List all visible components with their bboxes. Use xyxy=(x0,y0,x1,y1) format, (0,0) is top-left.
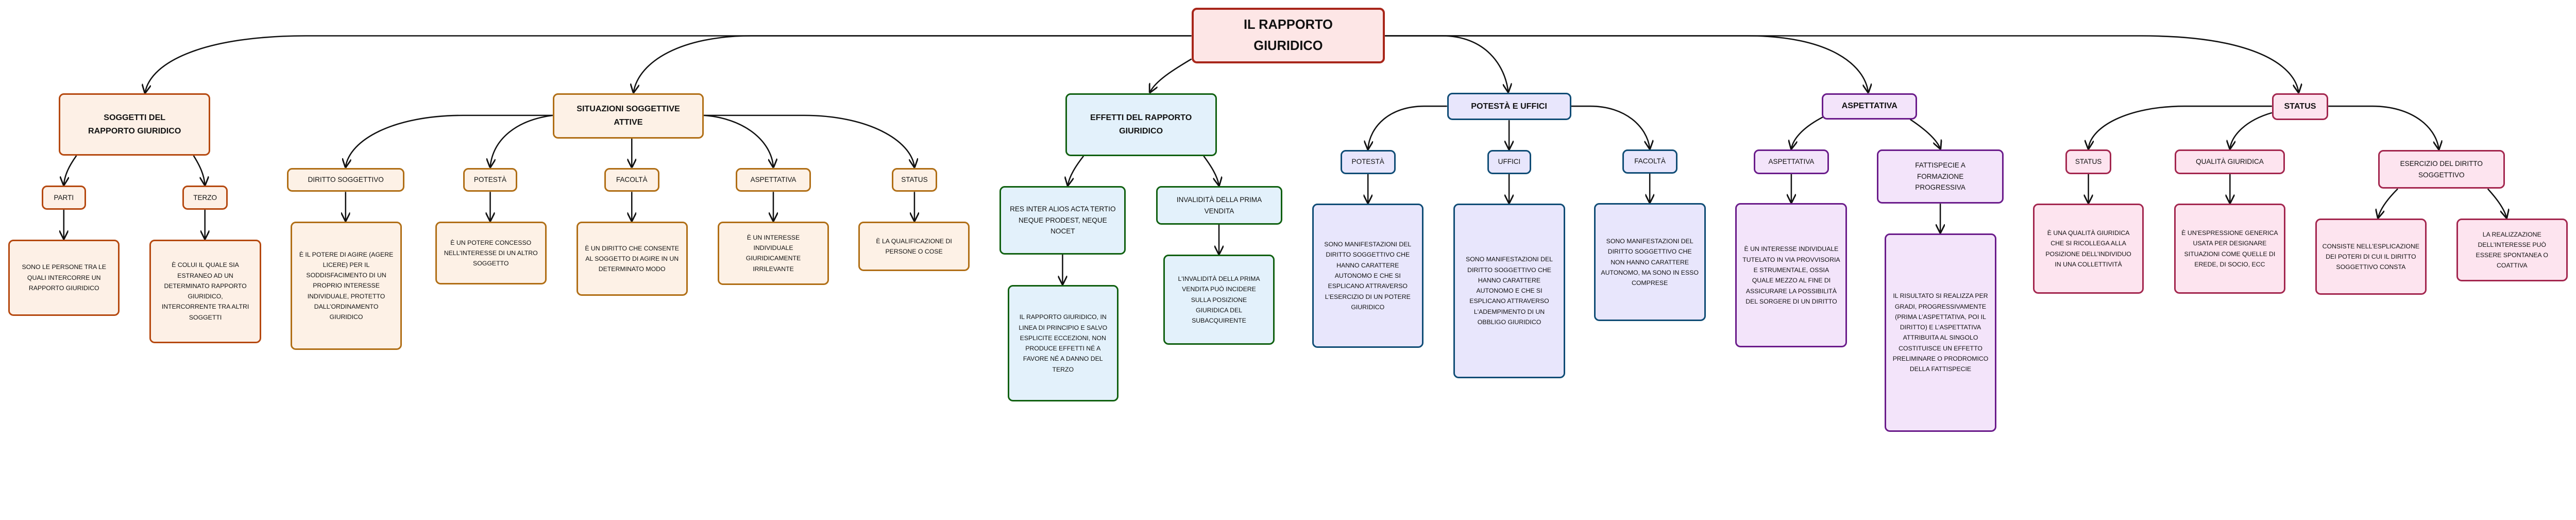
node-uffici[interactable]: UFFICI xyxy=(1487,149,1532,174)
leaf-res-inter-alios: IL RAPPORTO GIURIDICO, IN LINEA DI PRINC… xyxy=(1007,284,1118,402)
branch-potesta-e-uffici[interactable]: POTESTÀ E UFFICI xyxy=(1447,92,1571,121)
connector xyxy=(1368,105,1447,149)
branch-aspettativa[interactable]: ASPETTATIVA xyxy=(1822,93,1918,120)
node-aspettativa[interactable]: ASPETTATIVA xyxy=(736,167,811,192)
leaf-aspettativa: È UN INTERESSE INDIVIDUALE TUTELATO IN V… xyxy=(1735,203,1848,348)
connector xyxy=(1909,119,1941,149)
node-aspettativa[interactable]: ASPETTATIVA xyxy=(1754,149,1829,174)
leaf-invalidita-prima-vendita: L'INVALIDITÀ DELLA PRIMA VENDITA PUÒ INC… xyxy=(1163,255,1275,345)
leaf-uffici: SONO MANIFESTAZIONI DEL DIRITTO SOGGETTI… xyxy=(1453,204,1565,378)
connector-root-situazioni xyxy=(634,35,1192,92)
connector xyxy=(704,114,914,167)
leaf-qualita-giuridica: È UN'ESPRESSIONE GENERICA USATA PER DESI… xyxy=(2174,204,2286,294)
connector xyxy=(1068,155,1084,186)
connector xyxy=(2378,188,2398,217)
node-status[interactable]: STATUS xyxy=(2065,149,2111,174)
node-qualita-giuridica[interactable]: QUALITÀ GIURIDICA xyxy=(2174,149,2285,174)
node-facolta[interactable]: FACOLTÀ xyxy=(604,167,659,192)
node-facolta[interactable]: FACOLTÀ xyxy=(1622,149,1678,174)
connector-root-effetti xyxy=(1150,58,1192,92)
connector xyxy=(346,114,553,167)
node-status[interactable]: STATUS xyxy=(891,167,938,192)
leaf-aspettativa: È UN INTERESSE INDIVIDUALE GIURIDICAMENT… xyxy=(718,221,829,285)
branch-situazioni-soggettive-attive[interactable]: SITUAZIONI SOGGETTIVE ATTIVE xyxy=(552,93,704,139)
connector xyxy=(2487,188,2506,217)
connector xyxy=(704,114,773,167)
leaf-terzo: È COLUI IL QUALE SIA ESTRANEO AD UN DETE… xyxy=(149,239,262,343)
connector xyxy=(1571,105,1650,148)
leaf-potesta: È UN POTERE CONCESSO NELL’INTERESSE DI U… xyxy=(435,221,547,285)
leaf-esercizio-consiste: CONSISTE NELL’ESPLICAZIONE DEI POTERI DI… xyxy=(2315,219,2427,295)
connector-root-aspettativa xyxy=(1385,35,1868,92)
leaf-parti: SONO LE PERSONE TRA LE QUALI INTERCORRE … xyxy=(8,239,120,316)
node-potesta[interactable]: POTESTÀ xyxy=(463,167,518,192)
connector xyxy=(64,155,77,185)
connector-root-status xyxy=(1385,35,2298,92)
node-fattispecie-formazione-progressiva[interactable]: FATTISPECIE A FORMAZIONE PROGRESSIVA xyxy=(1877,149,2004,204)
leaf-diritto-soggettivo: È IL POTERE DI AGIRE (AGERE LICERE) PER … xyxy=(290,221,402,350)
node-esercizio-diritto-soggettivo[interactable]: ESERCIZIO DEL DIRITTO SOGGETTIVO xyxy=(2378,149,2505,189)
node-res-inter-alios[interactable]: RES INTER ALIOS ACTA TERTIO NEQUE PRODES… xyxy=(999,186,1126,255)
connector-root-potesta-uffici xyxy=(1385,35,1508,92)
connector xyxy=(490,114,553,167)
node-invalidita-prima-vendita[interactable]: INVALIDITÀ DELLA PRIMA VENDITA xyxy=(1156,186,1282,225)
leaf-potesta: SONO MANIFESTAZIONI DEL DIRITTO SOGGETTI… xyxy=(1312,204,1423,348)
leaf-esercizio-realizzazione: LA REALIZZAZIONE DELL’INTERESSE PUÒ ESSE… xyxy=(2456,219,2568,282)
leaf-status: È UNA QUALITÀ GIURIDICA CHE SI RICOLLEGA… xyxy=(2032,204,2144,294)
node-parti[interactable]: PARTI xyxy=(41,186,87,210)
node-diritto-soggettivo[interactable]: DIRITTO SOGGETTIVO xyxy=(287,167,405,192)
connector-root-soggetti xyxy=(145,35,1192,93)
node-potesta[interactable]: POTESTÀ xyxy=(1340,149,1396,174)
branch-status[interactable]: STATUS xyxy=(2272,93,2329,121)
node-terzo[interactable]: TERZO xyxy=(182,186,228,210)
connector-layer xyxy=(0,35,2576,441)
leaf-facolta: È UN DIRITTO CHE CONSENTE AL SOGGETTO DI… xyxy=(576,221,688,296)
root-node-title[interactable]: IL RAPPORTO GIURIDICO xyxy=(1191,8,1385,63)
branch-soggetti[interactable]: SOGGETTI DEL RAPPORTO GIURIDICO xyxy=(59,93,210,156)
connector xyxy=(193,155,205,185)
connector xyxy=(2230,112,2273,149)
branch-effetti[interactable]: EFFETTI DEL RAPPORTO GIURIDICO xyxy=(1065,93,1217,156)
leaf-facolta: SONO MANIFESTAZIONI DEL DIRITTO SOGGETTI… xyxy=(1594,203,1706,322)
connector xyxy=(2328,105,2439,149)
leaf-status: È LA QUALIFICAZIONE DI PERSONE O COSE xyxy=(858,221,970,271)
connector xyxy=(2089,105,2272,148)
leaf-fattispecie-formazione-progressiva: IL RISULTATO SI REALIZZA PER GRADI, PROG… xyxy=(1885,233,1996,432)
connector xyxy=(1203,155,1219,186)
connector xyxy=(1791,116,1823,148)
